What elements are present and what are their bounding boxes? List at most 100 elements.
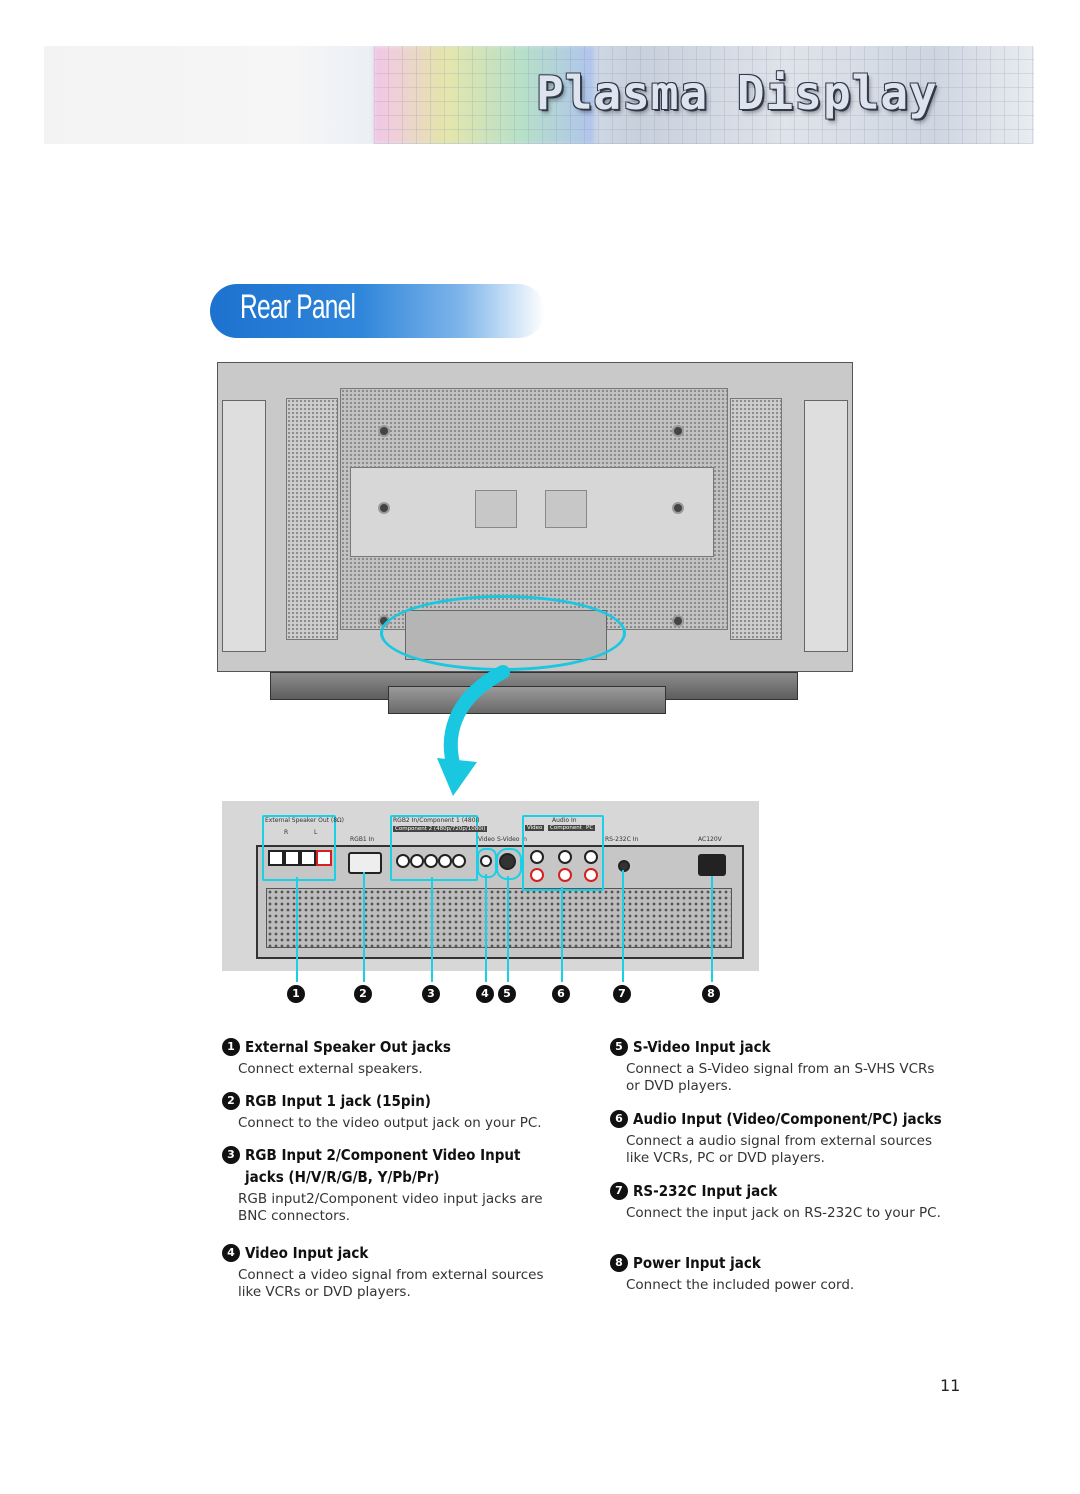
item-title: Video Input jack	[245, 1244, 369, 1262]
left-grill	[286, 398, 338, 640]
speaker-terminal	[300, 850, 316, 866]
marker-2: 2	[354, 985, 372, 1003]
item-rgb-input-1: 2 RGB Input 1 jack (15pin) Connect to the…	[222, 1090, 562, 1132]
video-jack	[480, 855, 492, 867]
speaker-out-highlight	[262, 815, 336, 881]
speaker-terminal	[284, 850, 300, 866]
item-number: 2	[222, 1092, 240, 1110]
banner-decoration	[374, 46, 594, 144]
header-banner: Plasma Display	[44, 46, 1034, 144]
mounting-plate	[350, 467, 714, 557]
rgb1-dsub-connector	[348, 852, 382, 874]
circuit-pattern	[374, 46, 1034, 144]
speaker-terminal	[316, 850, 332, 866]
audio-video-label: Video	[525, 825, 545, 831]
bnc-jack	[424, 854, 438, 868]
speaker-terminal	[268, 850, 284, 866]
audio-in-highlight	[522, 815, 604, 891]
svideo-jack	[499, 853, 516, 870]
audio-in-label: Audio In	[552, 817, 577, 824]
bnc-jack	[452, 854, 466, 868]
item-description: Connect to the video output jack on your…	[238, 1115, 542, 1131]
leader-line	[561, 887, 563, 982]
item-description: Connect a video signal from external sou…	[238, 1267, 544, 1300]
item-description: Connect the included power cord.	[626, 1277, 855, 1293]
tv-stand	[388, 686, 666, 714]
item-number: 1	[222, 1038, 240, 1056]
item-power-input: 8 Power Input jack Connect the included p…	[610, 1252, 950, 1294]
svideo-highlight	[496, 848, 522, 880]
audio-component-label: Component	[548, 825, 584, 831]
item-title: RGB Input 1 jack (15pin)	[245, 1092, 431, 1110]
component2-label: Component 2 (480p/720p/1080i)	[393, 826, 488, 832]
item-number: 4	[222, 1244, 240, 1262]
rgb2-highlight	[390, 815, 478, 881]
power-inlet	[698, 854, 726, 876]
page-number: 11	[940, 1376, 961, 1395]
audio-jack-white	[584, 850, 598, 864]
screw	[378, 425, 390, 437]
item-number: 7	[610, 1182, 628, 1200]
speaker-out-label: External Speaker Out (8Ω)	[265, 817, 344, 824]
audio-jack-white	[530, 850, 544, 864]
audio-jack-red	[530, 868, 544, 882]
ac-label: AC120V	[698, 836, 722, 843]
screw	[672, 425, 684, 437]
right-side-speaker	[804, 400, 848, 652]
marker-1: 1	[287, 985, 305, 1003]
rs232c-jack	[618, 860, 630, 872]
rgb2-label: RGB2 In/Component 1 (480i)	[393, 817, 480, 824]
screw	[378, 502, 390, 514]
screw	[672, 502, 684, 514]
item-title: Audio Input (Video/Component/PC) jacks	[633, 1110, 942, 1128]
marker-7: 7	[613, 985, 631, 1003]
plate-bracket	[475, 490, 517, 528]
item-number: 8	[610, 1254, 628, 1272]
bnc-jack	[396, 854, 410, 868]
audio-jack-red	[558, 868, 572, 882]
item-description: Connect a audio signal from external sou…	[626, 1133, 933, 1166]
item-title: External Speaker Out jacks	[245, 1038, 451, 1056]
section-title: Rear Panel	[240, 288, 356, 326]
marker-4: 4	[476, 985, 494, 1003]
item-title: S-Video Input jack	[633, 1038, 771, 1056]
marker-5: 5	[498, 985, 516, 1003]
leader-line	[507, 876, 509, 982]
item-number: 6	[610, 1110, 628, 1128]
rgb1-label: RGB1 In	[350, 836, 375, 843]
right-grill	[730, 398, 782, 640]
leader-line	[711, 876, 713, 982]
item-svideo-input: 5 S-Video Input jack Connect a S-Video si…	[610, 1036, 950, 1095]
audio-pc-label: PC	[584, 825, 596, 831]
plate-bracket	[545, 490, 587, 528]
item-title: RS-232C Input jack	[633, 1182, 778, 1200]
marker-6: 6	[552, 985, 570, 1003]
item-title: Power Input jack	[633, 1254, 761, 1272]
leader-line	[485, 874, 487, 982]
item-description: Connect the input jack on RS-232C to you…	[626, 1205, 941, 1221]
section-heading-pill	[210, 284, 545, 338]
marker-3: 3	[422, 985, 440, 1003]
jack-panel-grill	[266, 888, 732, 948]
left-side-speaker	[222, 400, 266, 652]
leader-line	[622, 870, 624, 982]
audio-jack-red	[584, 868, 598, 882]
item-title: RGB Input 2/Component Video Input jacks …	[245, 1146, 521, 1186]
audio-jack-white	[558, 850, 572, 864]
bnc-jack	[438, 854, 452, 868]
item-description: Connect a S-Video signal from an S-VHS V…	[626, 1061, 935, 1094]
item-number: 5	[610, 1038, 628, 1056]
item-description: RGB input2/Component video input jacks a…	[238, 1191, 543, 1224]
item-video-input: 4 Video Input jack Connect a video signal…	[222, 1242, 562, 1301]
speaker-r-label: R	[284, 829, 289, 836]
leader-line	[296, 877, 298, 982]
speaker-l-label: L	[314, 829, 318, 836]
item-rs232c-input: 7 RS-232C Input jack Connect the input ja…	[610, 1180, 950, 1222]
marker-8: 8	[702, 985, 720, 1003]
leader-line	[431, 877, 433, 982]
leader-line	[363, 872, 365, 982]
screw	[672, 615, 684, 627]
zoom-arrow	[437, 665, 510, 796]
